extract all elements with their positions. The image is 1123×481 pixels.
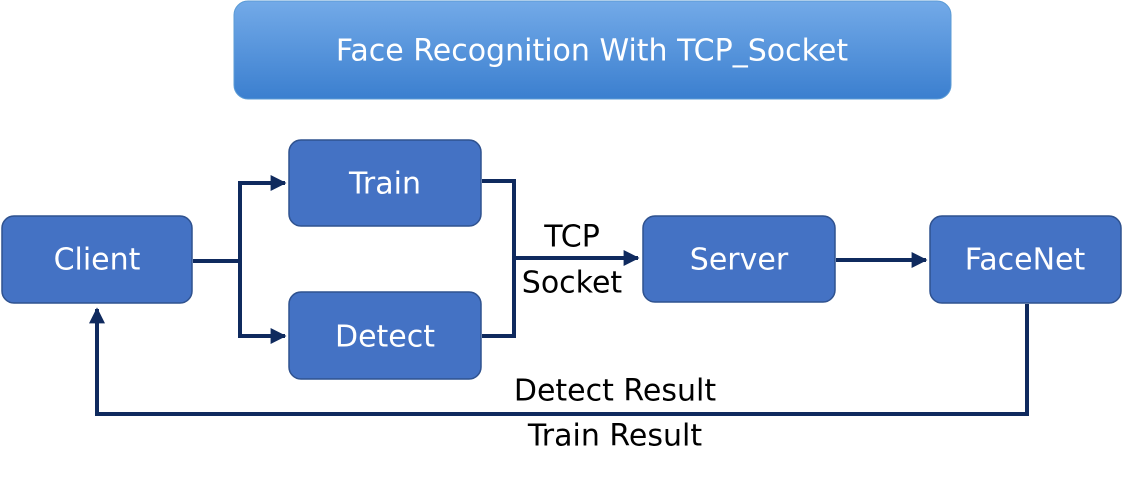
diagram-title: Face Recognition With TCP_Socket bbox=[336, 34, 848, 69]
tcp-label-line1: TCP bbox=[543, 220, 600, 255]
node-client-label: Client bbox=[54, 243, 141, 278]
node-client: Client bbox=[1, 215, 193, 304]
node-server-label: Server bbox=[690, 243, 789, 278]
edge-fork-train bbox=[238, 175, 287, 261]
result-label: Detect Result Train Result bbox=[514, 374, 717, 454]
result-label-line2: Train Result bbox=[527, 419, 702, 454]
edge-fork-detect bbox=[238, 261, 287, 344]
edge-train-merge bbox=[482, 179, 516, 338]
node-train-label: Train bbox=[348, 167, 421, 202]
node-train: Train bbox=[288, 139, 482, 227]
result-label-line1: Detect Result bbox=[514, 374, 717, 409]
tcp-label-line2: Socket bbox=[522, 266, 623, 301]
node-server: Server bbox=[642, 215, 836, 303]
title-banner: Face Recognition With TCP_Socket bbox=[233, 0, 952, 100]
node-detect: Detect bbox=[288, 291, 482, 380]
node-detect-label: Detect bbox=[335, 320, 435, 355]
edge-facenet-client bbox=[89, 304, 1029, 416]
node-facenet-label: FaceNet bbox=[965, 243, 1086, 278]
tcp-socket-label: TCP Socket bbox=[522, 220, 623, 301]
edges bbox=[89, 175, 1029, 416]
node-facenet: FaceNet bbox=[929, 215, 1122, 304]
